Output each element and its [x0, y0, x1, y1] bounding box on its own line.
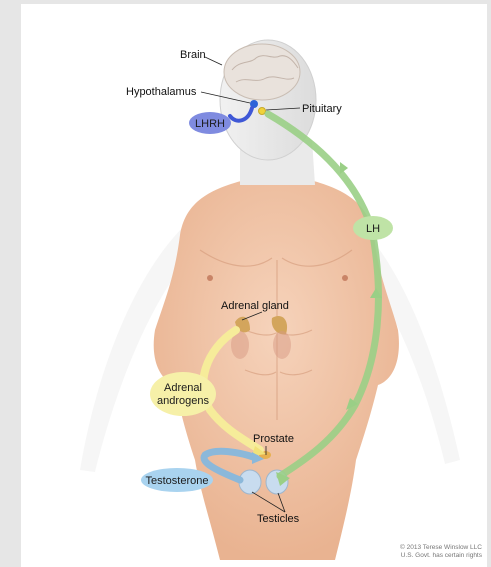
- adrenal-androgens-label-line2: androgens: [157, 395, 209, 407]
- testosterone-label: Testosterone: [146, 475, 209, 487]
- adrenal-androgens-pill: Adrenal androgens: [150, 372, 216, 416]
- hypothalamus-label: Hypothalamus: [126, 86, 197, 98]
- left-nipple: [207, 275, 213, 281]
- adrenal-androgens-label-line1: Adrenal: [164, 382, 202, 394]
- lhrh-pill: LHRH: [189, 112, 231, 134]
- lh-pill: LH: [353, 216, 393, 240]
- brain-label: Brain: [180, 49, 206, 61]
- brain-icon: [224, 44, 300, 100]
- prostate-label: Prostate: [253, 433, 294, 445]
- right-nipple: [342, 275, 348, 281]
- lh-label: LH: [366, 223, 380, 235]
- credit-line-1: © 2013 Terese Winslow LLC: [400, 543, 482, 551]
- adrenal-gland-label: Adrenal gland: [221, 300, 289, 312]
- pituitary-dot: [259, 108, 266, 115]
- pituitary-label: Pituitary: [302, 103, 342, 115]
- credit-line-2: U.S. Govt. has certain rights: [401, 552, 483, 559]
- lhrh-label: LHRH: [195, 118, 225, 130]
- testosterone-pill: Testosterone: [141, 468, 213, 492]
- testicles-label: Testicles: [257, 513, 300, 525]
